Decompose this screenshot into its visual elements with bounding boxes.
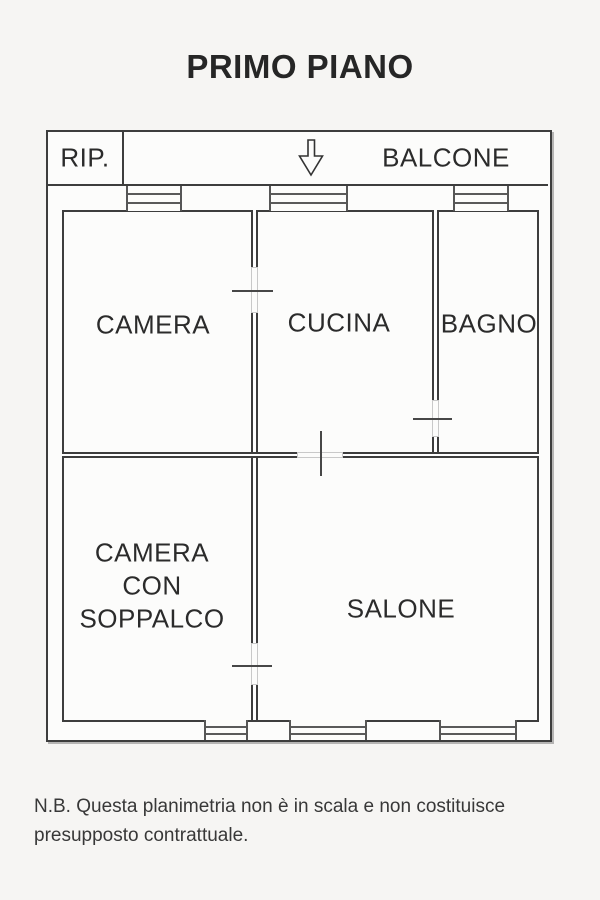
cucina-bagno-wall-stub <box>432 437 439 452</box>
mid-wall-right-segment <box>343 452 539 458</box>
room-label-cucina: CUCINA <box>287 307 391 338</box>
camera-cucina-wall-lower <box>251 313 258 452</box>
right-wall-inner-line <box>537 210 539 722</box>
rip-divider-wall <box>122 132 124 186</box>
window-bagno <box>453 186 509 211</box>
window-camera-soppalco <box>204 720 248 740</box>
window-salone-right <box>439 720 517 740</box>
room-label-bagno: BAGNO <box>440 308 538 339</box>
balcony-strip-bottom-wall <box>48 184 548 186</box>
disclaimer-note: N.B. Questa planimetria non è in scala e… <box>34 796 506 846</box>
room-label-balcone: BALCONE <box>382 142 510 173</box>
door-leaf-bagno <box>413 418 452 420</box>
balcony-door-window-cucina <box>269 186 348 211</box>
top-wall-inner-line <box>62 210 539 212</box>
cucina-bagno-wall <box>432 210 439 400</box>
soppalco-salone-wall-lower <box>251 685 258 720</box>
window-salone-left <box>289 720 367 740</box>
mid-wall-left-segment <box>62 452 297 458</box>
room-label-camera: CAMERA <box>95 309 211 340</box>
left-wall-inner-line <box>62 210 64 722</box>
camera-cucina-wall-upper <box>251 210 258 267</box>
room-label-camera-soppalco: CAMERA CON SOPPALCO <box>79 537 225 634</box>
door-leaf-soppalco <box>232 665 272 667</box>
room-label-rip: RIP. <box>60 142 110 173</box>
page-title: PRIMO PIANO <box>186 48 414 85</box>
window-camera <box>126 186 182 211</box>
soppalco-salone-wall-upper <box>251 458 258 643</box>
room-label-salone: SALONE <box>346 593 456 624</box>
door-leaf-camera <box>232 290 273 292</box>
door-leaf-salone <box>320 431 322 476</box>
entrance-down-arrow-icon <box>298 139 324 177</box>
soppalco-door-opening <box>251 643 258 685</box>
floor-plan: RIP. BALCONE CAMERA C <box>46 130 552 742</box>
